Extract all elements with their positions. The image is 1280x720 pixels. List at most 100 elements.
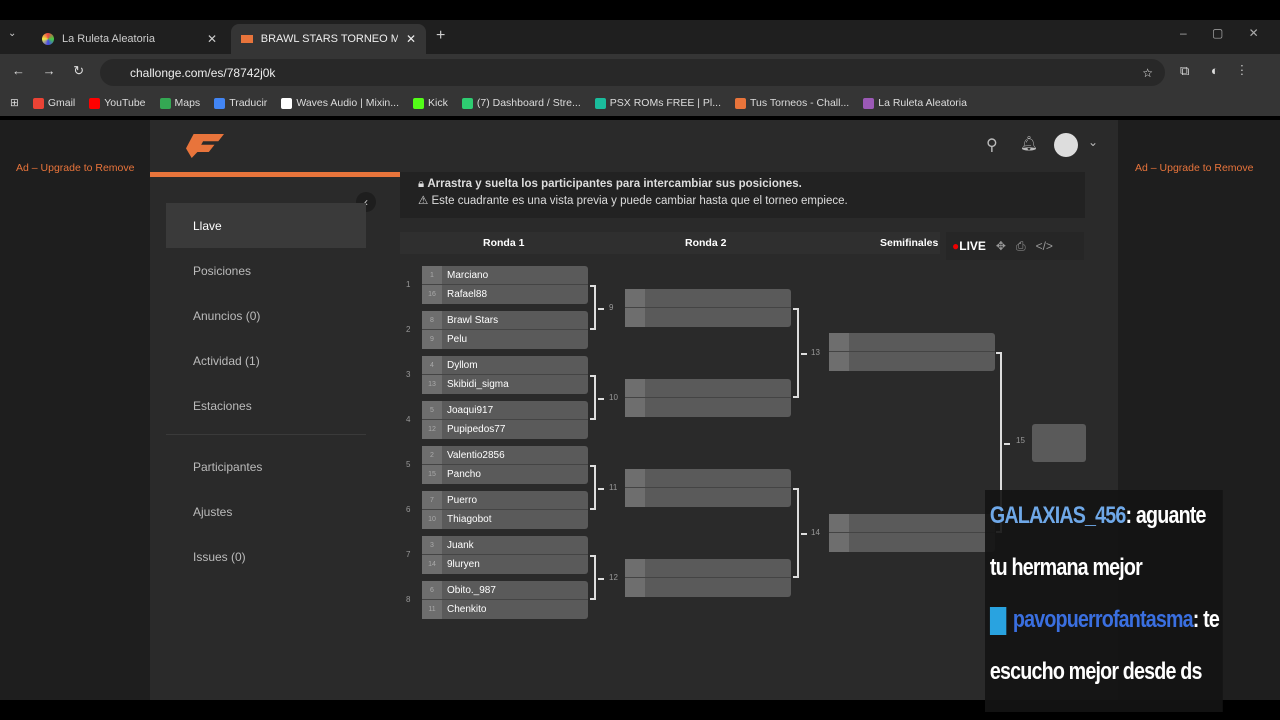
ad-right[interactable]: Ad – Upgrade to Remove (1135, 162, 1254, 174)
bookmark-icon (159, 97, 171, 109)
bookmark[interactable]: La Ruleta Aleatoria (863, 97, 967, 109)
bookmark[interactable]: Tus Torneos - Chall... (735, 97, 849, 109)
live-button[interactable]: ●LIVE (952, 239, 986, 253)
match-number: 14 (811, 528, 820, 537)
close-icon[interactable]: ✕ (405, 32, 416, 46)
sidebar-item[interactable]: Llave (166, 203, 366, 248)
bell-icon[interactable]: 🔔︎ (1020, 135, 1038, 151)
seed-number: 14 (422, 555, 442, 574)
seed-number (829, 352, 849, 371)
bracket-connector (590, 555, 596, 600)
participant-row[interactable] (829, 514, 995, 533)
participant-row[interactable] (625, 488, 791, 507)
embed-icon[interactable]: </> (1035, 239, 1053, 253)
tab-ruleta[interactable]: La Ruleta Aleatoria✕ (32, 24, 227, 54)
ad-left[interactable]: Ad – Upgrade to Remove (16, 162, 135, 174)
seed-number (625, 308, 645, 327)
print-icon[interactable]: ⎙ (1015, 238, 1026, 253)
seed-number (829, 514, 849, 532)
bookmark[interactable]: (7) Dashboard / Stre... (461, 97, 581, 109)
sidebar-item[interactable]: Issues (0) (193, 549, 246, 564)
match-number: 1 (406, 280, 411, 289)
bookmark[interactable]: YouTube (89, 97, 146, 109)
close-icon[interactable]: ✕ (206, 32, 217, 46)
participant-row[interactable] (625, 379, 791, 398)
bracket-connector (598, 397, 604, 400)
move-icon[interactable]: ✥ (995, 239, 1006, 253)
match-box[interactable] (625, 559, 791, 597)
tab-brawl[interactable]: BRAWL STARS TORNEO MES DE✕ (231, 24, 426, 54)
match-box[interactable] (829, 514, 995, 552)
bookmark[interactable]: Traducir (214, 97, 267, 109)
match-box[interactable] (829, 333, 995, 371)
bookmark-label: (7) Dashboard / Stre... (476, 97, 581, 109)
participant-row[interactable] (625, 398, 791, 417)
match-box[interactable] (625, 289, 791, 327)
participant-name (645, 559, 650, 577)
participant-row[interactable] (625, 308, 791, 327)
sidebar-item[interactable]: Ajustes (193, 504, 233, 519)
window-controls[interactable]: – ▢ ✕ (1180, 26, 1259, 40)
bookmark[interactable]: Maps (159, 97, 200, 109)
participant-name: Thiagobot (447, 514, 492, 525)
participant-row[interactable] (829, 352, 995, 371)
match-number: 9 (609, 302, 614, 312)
challonge-logo[interactable] (186, 134, 224, 158)
participant-row[interactable] (625, 578, 791, 597)
sidebar-item[interactable]: Actividad (1) (193, 353, 260, 368)
match-box[interactable] (625, 469, 791, 507)
round-header: Ronda 2 (685, 237, 727, 249)
final-match-box[interactable] (1032, 424, 1086, 462)
sidebar-item[interactable]: Posiciones (193, 263, 252, 278)
address-bar[interactable]: challonge.com/es/78742j0k☆ (100, 59, 1165, 86)
star-icon[interactable]: ☆ (1142, 65, 1153, 80)
bookmark[interactable]: Kick (413, 97, 448, 109)
tab-search-button[interactable]: ⌄ (8, 28, 17, 39)
sidebar-item[interactable]: Participantes (193, 459, 263, 474)
bookmark[interactable]: PSX ROMs FREE | Pl... (594, 97, 721, 109)
new-tab-button[interactable]: + (436, 27, 446, 44)
search-icon[interactable]: ⚲ (986, 137, 998, 154)
apps-icon[interactable]: ⊞ (10, 97, 19, 109)
match-box[interactable] (625, 379, 791, 417)
chevron-down-icon[interactable]: ⌄ (1088, 135, 1099, 149)
bookmark[interactable]: Gmail (32, 97, 75, 109)
sidebar-item[interactable]: Anuncios (0) (193, 308, 261, 323)
nav-buttons[interactable]: ← → ↻ (12, 63, 85, 78)
participant-row[interactable] (829, 533, 995, 552)
participant-row[interactable] (625, 289, 791, 308)
participant-row[interactable] (625, 469, 791, 488)
extensions-menu[interactable]: ⧉ ◐ ⋮ (1180, 63, 1244, 78)
bookmark[interactable]: Waves Audio | Mixin... (281, 97, 399, 109)
notice-line2: Este cuadrante es una vista previa y pue… (431, 195, 848, 207)
avatar[interactable] (1054, 133, 1078, 157)
participant-row[interactable] (625, 559, 791, 578)
sidebar-item[interactable]: Estaciones (193, 398, 252, 413)
participant-row[interactable] (829, 333, 995, 352)
